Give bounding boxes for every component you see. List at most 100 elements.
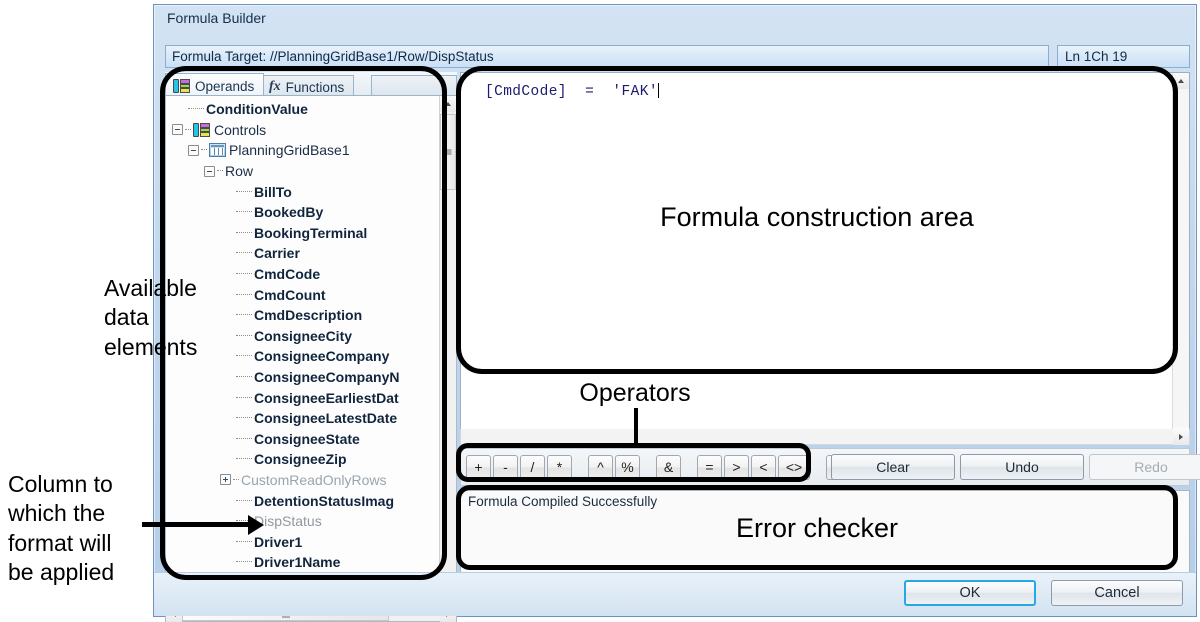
tree-item-label: CmdCode <box>254 266 321 283</box>
grid-icon <box>209 143 226 158</box>
clear-button-label: Clear <box>876 459 910 475</box>
tree-item-label: Driver1Name <box>254 554 341 571</box>
tree-item-consigneecompanyn[interactable]: ConsigneeCompanyN <box>166 367 456 388</box>
tree-item-dispstatus[interactable]: DispStatus <box>166 511 456 532</box>
ok-button[interactable]: OK <box>904 580 1036 606</box>
operator-button-7[interactable]: = <box>697 454 722 480</box>
tree-item-row[interactable]: Row <box>166 161 456 182</box>
tree-item-carrier[interactable]: Carrier <box>166 243 456 264</box>
tree-item-consigneecompany[interactable]: ConsigneeCompany <box>166 346 456 367</box>
tree-item-driver1[interactable]: Driver1 <box>166 531 456 552</box>
operator-button-6[interactable]: & <box>656 454 681 480</box>
redo-button: Redo <box>1089 454 1200 480</box>
operator-button-10[interactable]: <> <box>778 454 810 480</box>
column-note-arrow-shaft <box>142 522 252 527</box>
tree-connector <box>236 396 252 399</box>
column-note-arrow-head <box>248 515 264 535</box>
formula-text-value: [CmdCode] = 'FAK' <box>485 84 658 100</box>
tree-scroll-thumb[interactable] <box>440 114 456 190</box>
tree-item-label: DispStatus <box>254 513 322 530</box>
tree-connector <box>236 540 252 543</box>
annotation-operators: Operators <box>579 379 691 407</box>
tree-connector <box>217 170 223 172</box>
formula-target-text: Formula Target: //PlanningGridBase1/Row/… <box>172 49 494 64</box>
tree-item-cmdcount[interactable]: CmdCount <box>166 284 456 305</box>
tab-operands[interactable]: Operands <box>165 73 265 95</box>
tree-item-consigneeearliestdat[interactable]: ConsigneeEarliestDat <box>166 387 456 408</box>
tree-item-label: ConsigneeCity <box>254 327 353 344</box>
tree-connector <box>236 314 252 316</box>
tree-item-detentionstatusimag[interactable]: DetentionStatusImag <box>166 490 456 511</box>
tree-item-consigneecity[interactable]: ConsigneeCity <box>166 326 456 347</box>
cursor-position-indicator: Ln 1Ch 19 <box>1057 45 1190 68</box>
formula-target-field[interactable]: Formula Target: //PlanningGridBase1/Row/… <box>165 45 1049 68</box>
tree-scroll-up-button[interactable] <box>440 96 456 112</box>
formula-construction-textarea[interactable]: [CmdCode] = 'FAK' <box>460 72 1190 444</box>
operator-button-5[interactable]: % <box>615 454 640 480</box>
tree-connector <box>236 252 252 254</box>
tree-connector <box>236 190 252 193</box>
fx-icon: fx <box>269 79 281 94</box>
tree-connector <box>236 458 252 460</box>
tab-operands-label: Operands <box>195 78 255 94</box>
tree-item-customreadonlyrows[interactable]: CustomReadOnlyRows <box>166 470 456 491</box>
tree-item-consigneezip[interactable]: ConsigneeZip <box>166 449 456 470</box>
formula-scroll-up-button[interactable] <box>1173 73 1189 89</box>
tree-connector <box>236 561 252 563</box>
tree-item-label: ConsigneeLatestDate <box>254 410 398 427</box>
tree-item-bookingterminal[interactable]: BookingTerminal <box>166 223 456 244</box>
expand-plus-icon[interactable] <box>220 474 231 486</box>
operator-buttons: +-/*^%&=><<>() <box>466 454 878 480</box>
annotation-available-data-elements: Available data elements <box>104 275 198 360</box>
ok-button-label: OK <box>959 585 981 601</box>
operators-leader-line <box>634 408 638 446</box>
tree-item-consigneestate[interactable]: ConsigneeState <box>166 429 456 450</box>
operator-button-1[interactable]: - <box>493 454 518 480</box>
tree-item-cmdcode[interactable]: CmdCode <box>166 264 456 285</box>
formula-vertical-scrollbar[interactable] <box>1172 73 1189 443</box>
tree-item-planninggridbase1[interactable]: PlanningGridBase1 <box>166 140 456 161</box>
tree-item-billto[interactable]: BillTo <box>166 181 456 202</box>
operator-button-3[interactable]: * <box>547 454 572 480</box>
tree-connector <box>236 376 252 378</box>
tree-item-label: ConditionValue <box>206 101 308 118</box>
tree-item-controls[interactable]: Controls <box>166 120 456 141</box>
operator-button-label: ^ <box>597 459 604 475</box>
tree-item-cmddescription[interactable]: CmdDescription <box>166 305 456 326</box>
operator-button-label: - <box>503 459 508 475</box>
cancel-button[interactable]: Cancel <box>1051 580 1183 606</box>
operator-button-8[interactable]: > <box>724 454 749 480</box>
tree-connector <box>236 334 252 337</box>
operands-bars-icon <box>173 79 190 93</box>
tree-item-consigneelatestdate[interactable]: ConsigneeLatestDate <box>166 408 456 429</box>
tree-connector <box>236 437 252 440</box>
tree-item-label: BillTo <box>254 183 292 200</box>
panel-tabstrip: Operands fx Functions <box>165 72 457 96</box>
operator-button-label: <> <box>785 459 803 475</box>
clear-button[interactable]: Clear <box>831 454 955 480</box>
tree-connector <box>236 355 252 357</box>
tree-vertical-scrollbar[interactable] <box>439 96 456 588</box>
tree-item-driver1name[interactable]: Driver1Name <box>166 552 456 573</box>
tab-functions[interactable]: fx Functions <box>261 75 355 95</box>
tree-item-conditionvalue[interactable]: ConditionValue <box>166 99 456 120</box>
operator-button-0[interactable]: + <box>466 454 491 480</box>
annotation-column-note: Column to which the format will be appli… <box>8 471 115 586</box>
tree-item-label: Row <box>225 163 254 180</box>
formula-horizontal-scrollbar[interactable] <box>460 429 1190 445</box>
undo-button[interactable]: Undo <box>960 454 1084 480</box>
operator-button-2[interactable]: / <box>520 454 545 480</box>
formula-scroll-right-button[interactable] <box>1173 429 1189 445</box>
tree-item-bookedby[interactable]: BookedBy <box>166 202 456 223</box>
dialog-button-strip <box>154 572 1196 616</box>
operator-button-9[interactable]: < <box>751 454 776 480</box>
tree-connector <box>236 499 252 502</box>
operator-button-label: / <box>530 459 535 475</box>
collapse-minus-icon[interactable] <box>188 144 199 156</box>
collapse-minus-icon[interactable] <box>172 124 183 136</box>
operator-button-4[interactable]: ^ <box>588 454 613 480</box>
collapse-minus-icon[interactable] <box>204 165 215 177</box>
tree-connector <box>236 211 252 213</box>
